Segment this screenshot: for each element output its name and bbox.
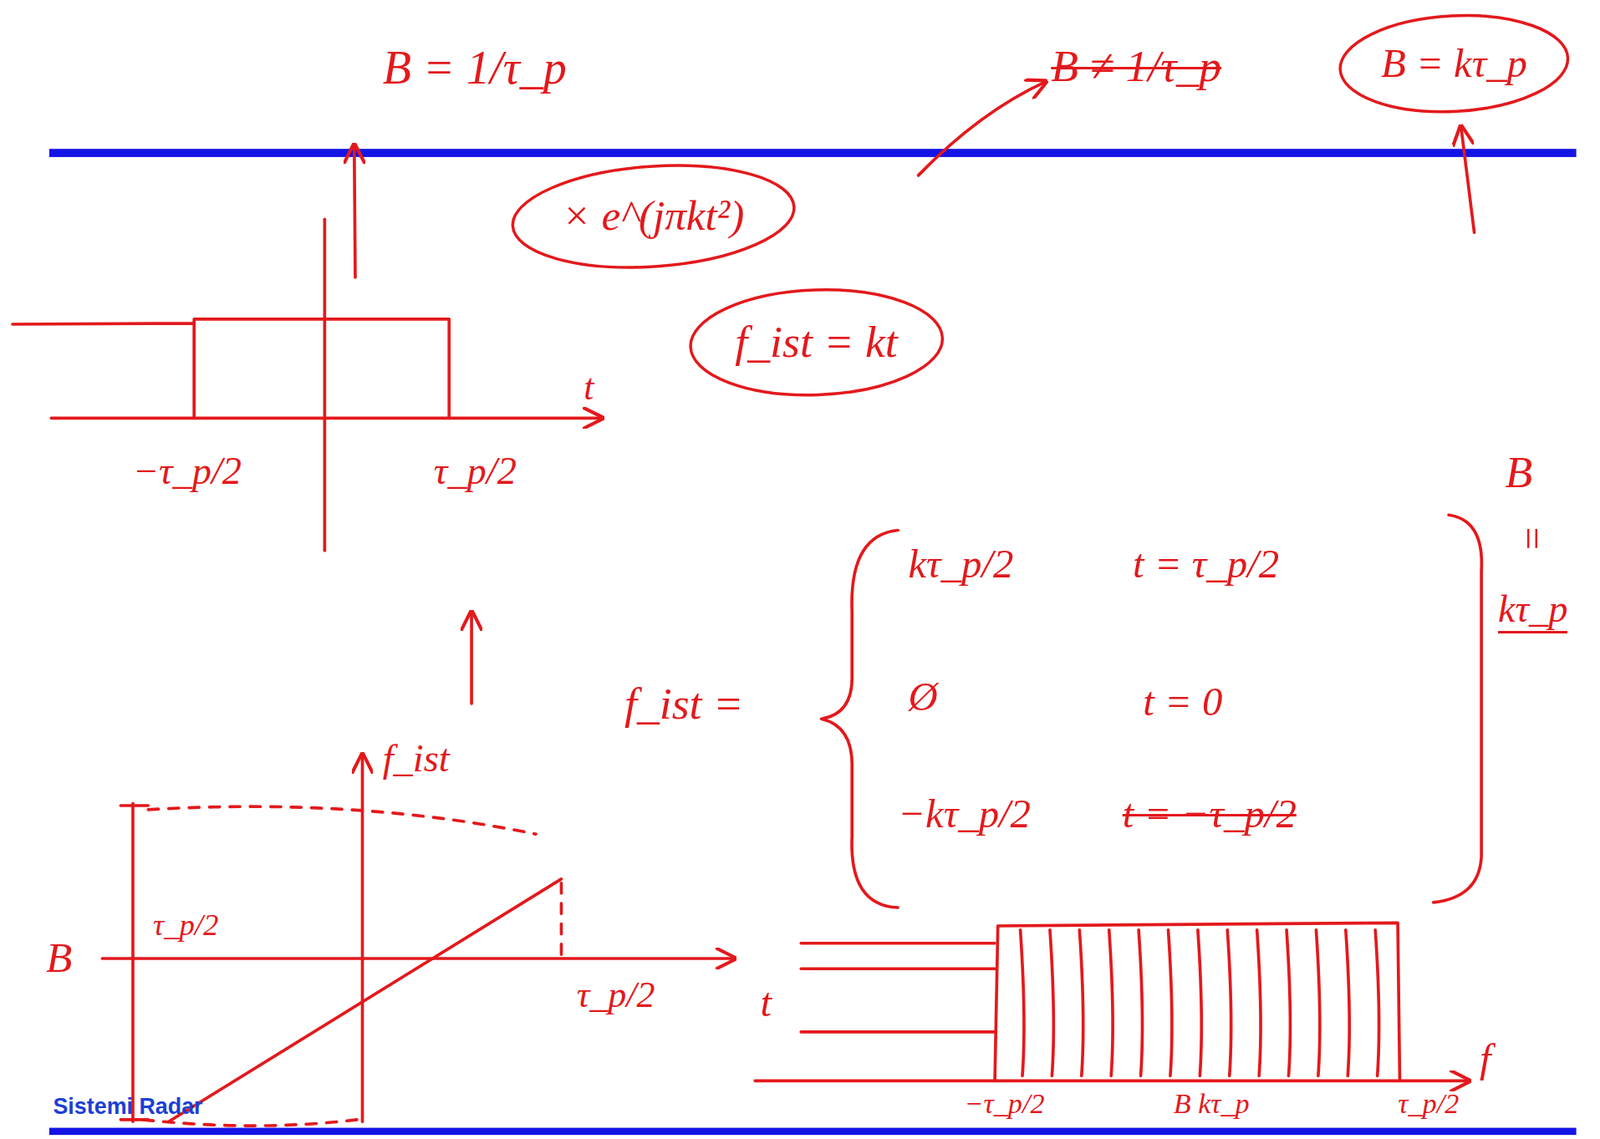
header-bar <box>49 148 1577 158</box>
bandwidth-bracket <box>120 804 148 1123</box>
time-mark: τ_p/2 <box>576 974 656 1018</box>
bracket <box>1433 514 1483 903</box>
spectrum-ripple <box>1020 930 1380 1076</box>
formula-text: f_ist = <box>624 678 744 731</box>
vertical-axis <box>323 219 327 551</box>
case-condition: t = −τ_p/2 <box>1122 790 1297 838</box>
case-value: kτ_p/2 <box>907 540 1014 588</box>
chirp-line <box>168 879 562 1122</box>
time-mark: τ_p/2 <box>152 907 219 943</box>
case-value: −kτ_p/2 <box>897 790 1031 838</box>
axis-label: f_ist <box>382 736 450 781</box>
formula-text: B = kτ_p <box>1380 40 1528 87</box>
circled-formula: f_ist = kt <box>687 287 945 398</box>
frequency-mark: τ_p/2 <box>1397 1087 1459 1121</box>
case-condition: t = 0 <box>1142 678 1223 726</box>
frequency-mark: B kτ_p <box>1173 1087 1250 1121</box>
frequency-mark: −τ_p/2 <box>964 1087 1045 1121</box>
leader-lines <box>800 943 995 1033</box>
bandwidth-formula: B = 1/τ_p <box>382 40 567 96</box>
axis-label: t <box>759 979 772 1027</box>
ellipse <box>509 156 798 276</box>
rect-pulse <box>12 319 449 418</box>
formula-text: f_ist = kt <box>734 316 897 369</box>
formula-text: × e^(jπkt²) <box>561 191 744 241</box>
circled-formula: × e^(jπkt²) <box>509 163 797 270</box>
bandwidth-formula: kτ_p <box>1498 586 1569 634</box>
dashed-guide <box>142 806 561 1127</box>
time-mark: −τ_p/2 <box>132 448 242 494</box>
time-mark: τ_p/2 <box>433 448 517 494</box>
bandwidth-symbol: B <box>45 933 72 984</box>
ellipse <box>688 285 945 400</box>
struck-formula: B ≠ 1/τ_p <box>1050 40 1222 93</box>
spectrum-outline <box>994 922 1400 1081</box>
ellipse <box>1337 9 1570 117</box>
arrow <box>469 611 474 704</box>
axis-label: f <box>1479 1035 1492 1083</box>
ink <box>12 81 1482 1127</box>
case-value: Ø <box>907 673 938 721</box>
slide-footer: Sistemi Radar <box>52 1094 203 1121</box>
time-axis <box>101 957 735 961</box>
curly-brace <box>821 530 899 908</box>
time-axis <box>50 416 602 420</box>
arrow <box>1461 126 1475 233</box>
arrow <box>918 81 1047 176</box>
bandwidth-symbol: B <box>1504 447 1533 500</box>
arrow <box>354 144 356 278</box>
circled-formula: B = kτ_p <box>1337 13 1571 114</box>
footer-bar <box>49 1128 1577 1137</box>
equals-sign: = <box>1508 524 1556 553</box>
axis-label: t <box>583 366 594 410</box>
case-condition: t = τ_p/2 <box>1132 540 1279 588</box>
frequency-axis <box>754 1080 1469 1084</box>
